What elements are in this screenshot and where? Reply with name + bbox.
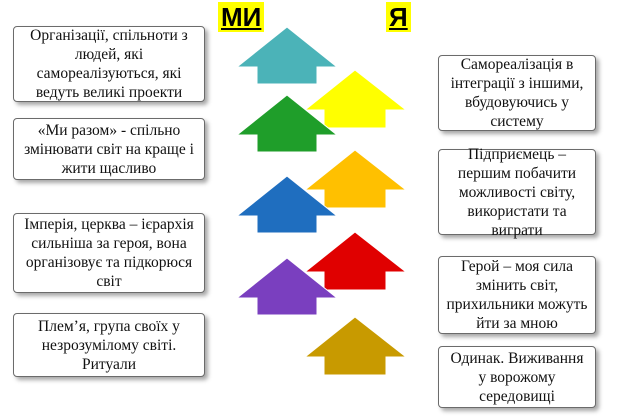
callout-we-organizations: Організації, спільноти з людей, які само… xyxy=(13,26,205,102)
header-we: МИ xyxy=(218,2,265,32)
header-i: Я xyxy=(386,2,411,32)
arrow-green xyxy=(235,94,339,153)
callout-we-tribe: Плем’я, група своїх у незрозумілому світ… xyxy=(13,313,205,377)
callout-text: «Ми разом» - спільно змінювати світ на к… xyxy=(24,121,194,177)
callout-text: Плем’я, група своїх у незрозумілому світ… xyxy=(38,317,180,373)
callout-text: Одинак. Виживання у ворожому середовищі xyxy=(450,349,584,405)
arrow-purple xyxy=(235,257,339,316)
arrow-teal xyxy=(235,26,339,85)
callout-we-empire: Імперія, церква – ієрархія сильніша за г… xyxy=(13,213,205,293)
callout-i-loner: Одинак. Виживання у ворожому середовищі xyxy=(438,346,596,408)
callout-text: Імперія, церква – ієрархія сильніша за г… xyxy=(24,216,194,290)
callout-text: Самореалізація в інтеграції з іншими, вб… xyxy=(450,56,584,130)
arrow-gold xyxy=(303,316,408,376)
callout-i-entrepreneur: Підприємець – першим побачити можливості… xyxy=(438,146,596,239)
arrow-blue xyxy=(235,175,339,234)
callout-we-together: «Ми разом» - спільно змінювати світ на к… xyxy=(13,118,205,180)
callout-i-self-realization: Самореалізація в інтеграції з іншими, вб… xyxy=(438,55,596,131)
arrow-amber xyxy=(303,149,408,209)
arrow-yellow xyxy=(303,69,408,129)
callout-text: Підприємець – першим побачити можливості… xyxy=(457,145,577,239)
callout-text: Герой – моя сила змінить світ, прихильни… xyxy=(446,258,588,332)
callout-i-hero: Герой – моя сила змінить світ, прихильни… xyxy=(438,256,596,334)
callout-text: Організації, спільноти з людей, які само… xyxy=(30,27,188,101)
arrow-red xyxy=(303,231,408,291)
